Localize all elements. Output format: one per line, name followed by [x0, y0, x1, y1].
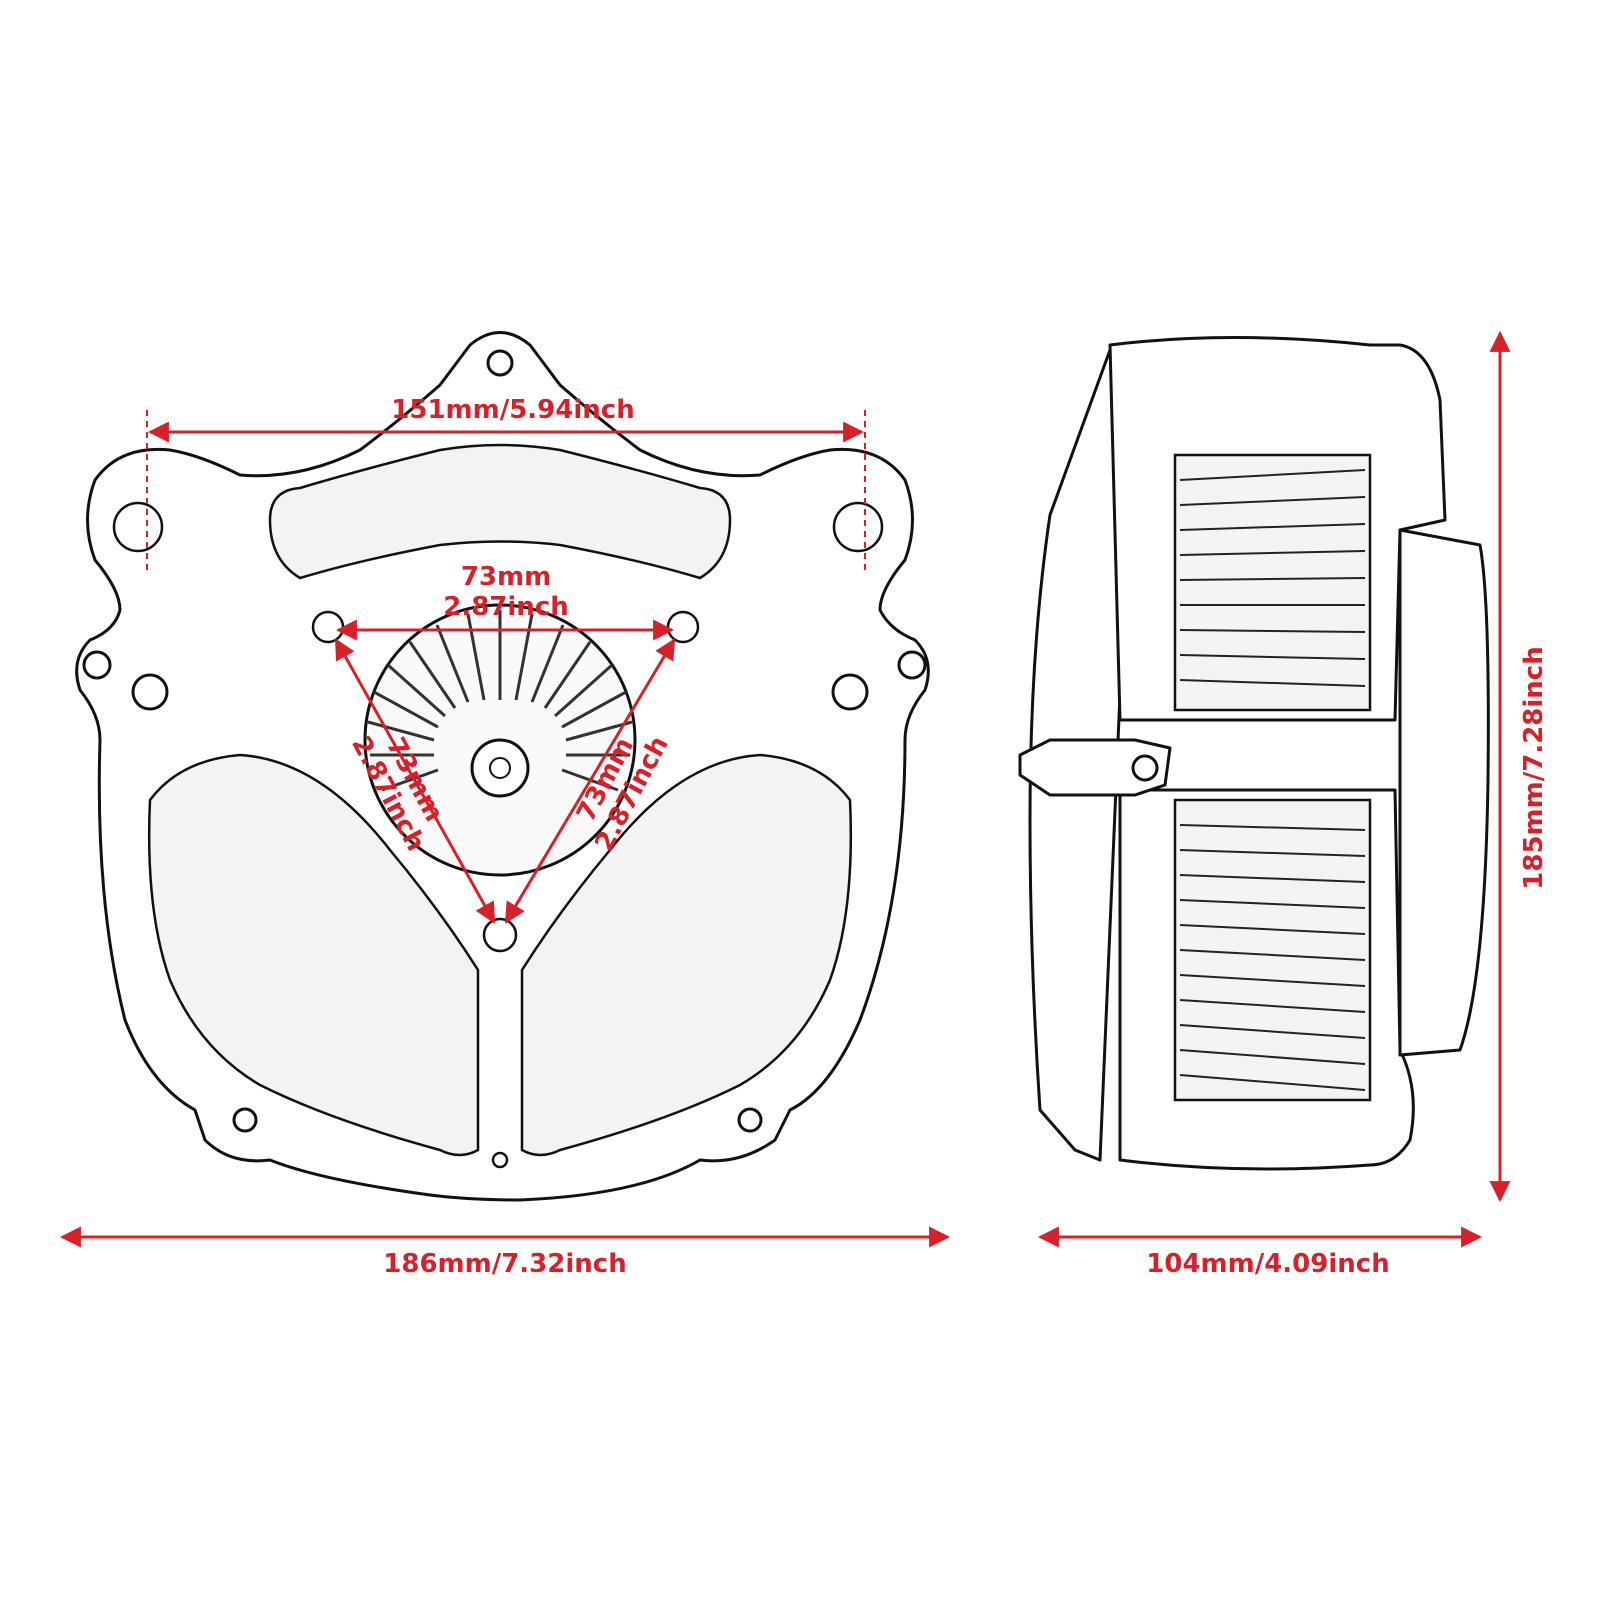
overall-width-label: 186mm/7.32inch — [383, 1249, 626, 1279]
height-label: 185mm/7.28inch — [1519, 646, 1549, 889]
lower-filter-body — [1173, 798, 1372, 1102]
triangle-hole-right — [666, 610, 700, 644]
bottom-right-bolt — [737, 1107, 763, 1133]
side-center-cap — [1131, 754, 1159, 782]
mount-width-label: 151mm/5.94inch — [391, 395, 634, 425]
triangle-top-inch: 2.87inch — [443, 592, 569, 622]
right-stud — [831, 673, 869, 711]
left-window — [147, 753, 480, 1157]
right-edge-bolt — [897, 650, 927, 680]
side-view-cleaner — [1018, 336, 1490, 1171]
upper-filter-body — [1173, 453, 1372, 712]
triangle-hole-left — [311, 610, 345, 644]
right-mount-hole — [832, 501, 884, 553]
side-filter-lower — [1173, 798, 1372, 1102]
right-window — [520, 753, 853, 1157]
side-dimensions: 104mm/4.09inch 185mm/7.28inch — [1037, 330, 1549, 1279]
front-dimensions: 151mm/5.94inch 186mm/7.32inch 73mm 2.87i… — [59, 395, 951, 1279]
side-center-spike — [1018, 738, 1172, 797]
bottom-center-hole — [491, 1151, 509, 1169]
triangle-left-arrow — [334, 638, 496, 924]
left-edge-bolt — [82, 650, 112, 680]
side-face-plate — [1398, 528, 1490, 1057]
left-stud — [131, 673, 169, 711]
left-mount-hole — [112, 501, 164, 553]
top-slot — [268, 443, 732, 580]
triangle-right-arrow — [504, 638, 676, 924]
top-mount-bolt — [486, 349, 514, 377]
depth-label: 104mm/4.09inch — [1146, 1249, 1389, 1279]
triangle-top-mm: 73mm — [461, 562, 551, 592]
front-view-cover — [75, 331, 930, 1202]
side-filter-upper — [1173, 453, 1372, 712]
triangle-hole-bottom — [482, 917, 518, 953]
bottom-left-bolt — [232, 1107, 258, 1133]
